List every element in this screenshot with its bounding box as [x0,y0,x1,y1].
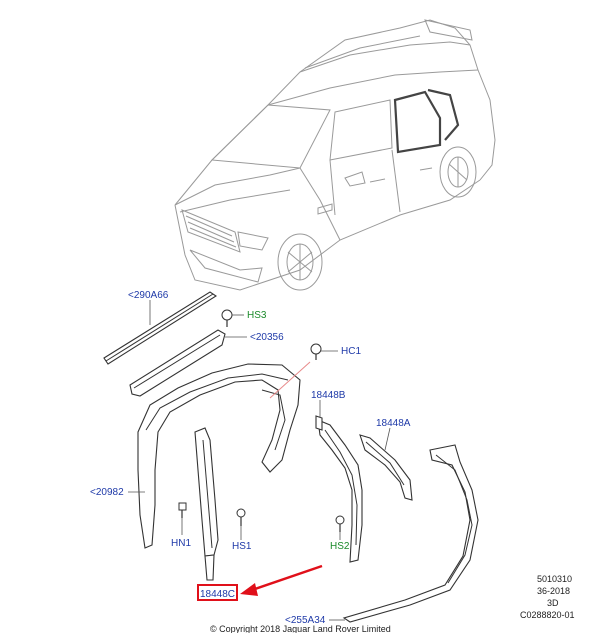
part-18448A-trim[interactable] [359,434,413,501]
label-hs1[interactable]: HS1 [232,541,252,552]
meta-code-1: 5010310 [537,574,572,584]
label-18448B[interactable]: 18448B [311,390,346,401]
part-18448C-pillar[interactable] [194,427,219,581]
label-18448C[interactable]: 18448C [200,589,235,600]
part-290A66-strip[interactable] [103,291,218,365]
meta-code-4: C0288820-01 [520,610,575,620]
label-18448A[interactable]: 18448A [376,418,411,429]
part-18448B-channel[interactable] [315,415,363,563]
fastener-hs2[interactable] [335,515,345,532]
copyright-text: © Copyright 2018 Jaguar Land Rover Limit… [210,624,391,633]
label-255A34[interactable]: <255A34 [285,615,326,626]
part-255A34-strip[interactable] [342,444,479,623]
label-hs3[interactable]: HS3 [247,310,267,321]
label-20356[interactable]: <20356 [250,332,284,343]
meta-code-2: 36-2018 [537,586,570,596]
leader-lines [128,300,391,621]
label-290A66[interactable]: <290A66 [128,290,169,301]
meta-code-3: 3D [547,598,559,608]
red-arrow-icon [240,564,323,596]
fastener-hc1[interactable] [310,343,322,360]
part-20982-frame[interactable] [137,363,301,549]
label-hn1[interactable]: HN1 [171,538,191,549]
vehicle-illustration [174,19,496,291]
label-hs2[interactable]: HS2 [330,541,350,552]
label-20982[interactable]: <20982 [90,487,124,498]
fastener-hn1[interactable] [178,502,187,518]
part-20356-strip[interactable] [129,329,226,397]
highlight-18448C[interactable]: 18448C [197,584,238,601]
fastener-hs1[interactable] [236,508,246,526]
fastener-hs3[interactable] [221,309,233,327]
label-hc1[interactable]: HC1 [341,346,361,357]
